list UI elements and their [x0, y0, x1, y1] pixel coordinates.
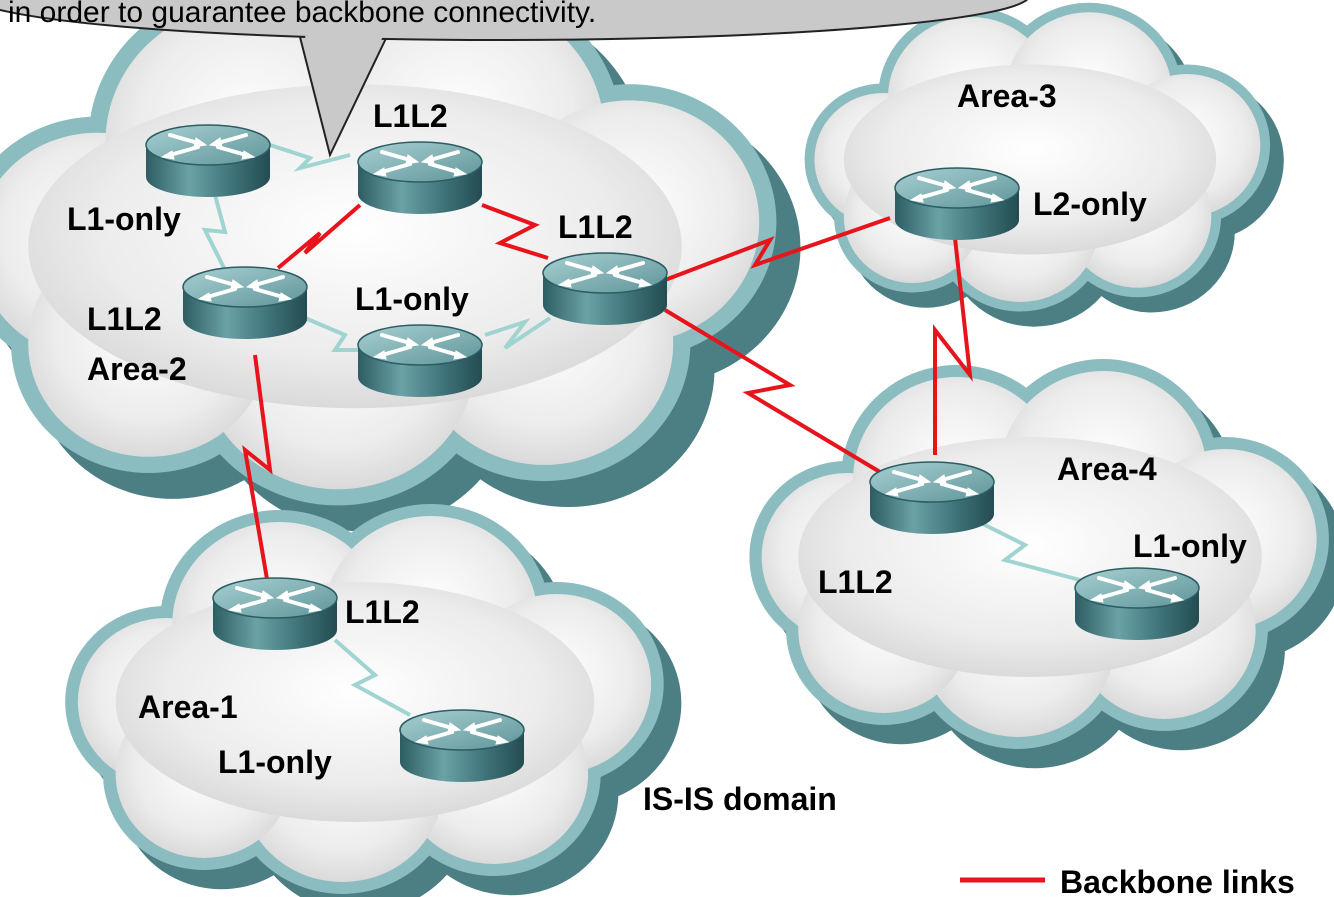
- router-icon[interactable]: [1073, 566, 1201, 642]
- legend-backbone-label: Backbone links: [1060, 864, 1295, 897]
- l1-link: [201, 194, 228, 271]
- router-role-label: L1L2: [558, 209, 633, 245]
- router-role-label: L1-only: [218, 744, 332, 780]
- area-label: Area-1: [138, 689, 238, 725]
- router-icon[interactable]: [398, 708, 526, 784]
- backbone-link: [663, 308, 887, 477]
- legend: Backbone links: [960, 864, 1295, 897]
- router-role-label: L1L2: [818, 564, 893, 600]
- router-role-label: L1-only: [67, 201, 181, 237]
- router-icon[interactable]: [868, 460, 996, 536]
- backbone-link: [276, 203, 362, 270]
- area-label: Area-2: [87, 351, 187, 387]
- router-icon[interactable]: [356, 140, 484, 216]
- backbone-link: [933, 237, 973, 455]
- callout-bubble: in order to guarantee backbone connectiv…: [0, 0, 1029, 158]
- area-2-cloud: [0, 0, 801, 532]
- router-icon[interactable]: [211, 576, 339, 652]
- l1-link: [974, 518, 1081, 582]
- router-icon[interactable]: [541, 251, 669, 327]
- router-icon[interactable]: [893, 166, 1021, 242]
- router-role-label: L1-only: [1133, 528, 1247, 564]
- backbone-link: [242, 354, 273, 586]
- domain-label: IS-IS domain: [643, 781, 837, 817]
- router-role-label: L2-only: [1033, 186, 1147, 222]
- l1-link: [484, 316, 552, 350]
- router-icon[interactable]: [181, 265, 309, 341]
- l1-link: [304, 316, 365, 352]
- area-3-cloud: [804, 2, 1284, 327]
- l1-link: [269, 143, 351, 172]
- area-label: Area-4: [1057, 451, 1157, 487]
- backbone-link: [664, 216, 891, 282]
- area-label: Area-3: [957, 78, 1057, 114]
- backbone-link: [481, 203, 549, 260]
- router-role-label: L1L2: [373, 98, 448, 134]
- router-icon[interactable]: [356, 323, 484, 399]
- router-role-label: L1L2: [345, 594, 420, 630]
- router-role-label: L1L2: [87, 301, 162, 337]
- router-role-label: L1-only: [355, 281, 469, 317]
- router-icon[interactable]: [144, 123, 272, 199]
- l1-link: [333, 638, 411, 717]
- callout-text: in order to guarantee backbone connectiv…: [8, 0, 596, 29]
